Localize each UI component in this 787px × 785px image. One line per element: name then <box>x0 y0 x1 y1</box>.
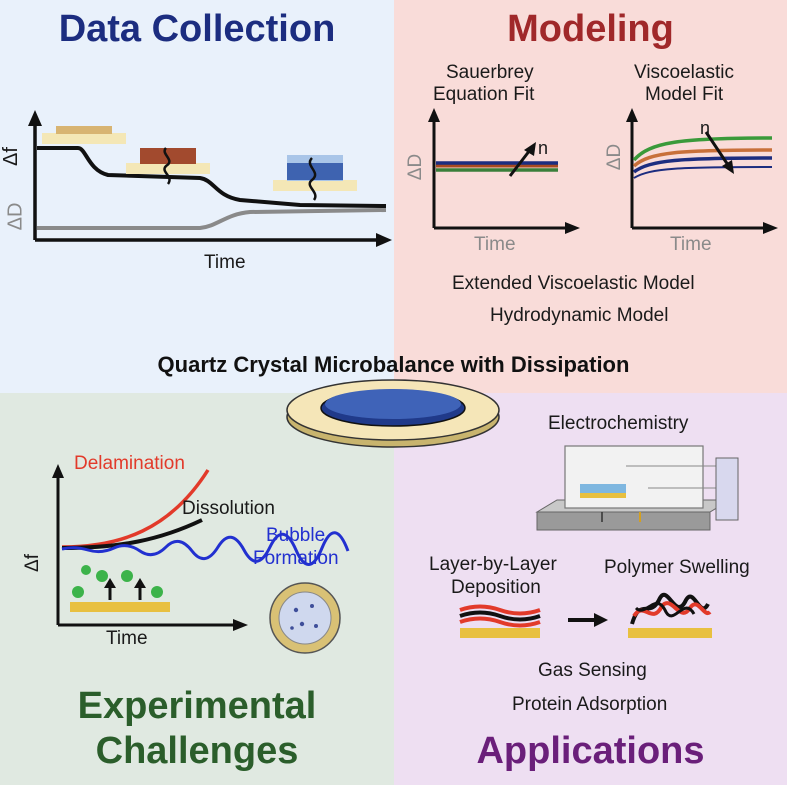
viscoelastic-n-label: n <box>700 118 711 138</box>
electrochemistry-cell-icon <box>535 445 739 531</box>
viscoelastic-label-line1: Viscoelastic <box>634 62 734 83</box>
dc-x-axis-arrow <box>376 233 392 247</box>
dc-dissipation-curve <box>37 208 387 230</box>
viscoelastic-label-line2: Model Fit <box>645 84 724 105</box>
sauerbrey-label-line2: Equation Fit <box>433 84 535 105</box>
dc-x-label: Time <box>204 252 246 273</box>
gas-sensing-label: Gas Sensing <box>538 660 647 681</box>
modeling-diagram <box>428 108 778 234</box>
bubble-substrate-icon <box>70 565 170 612</box>
layer-by-layer-label-line1: Layer-by-Layer <box>429 554 557 575</box>
sensor-bare-icon <box>42 126 126 144</box>
delamination-label: Delamination <box>74 453 185 474</box>
applications-title: Applications <box>476 730 705 772</box>
bubble-label-line2: Formation <box>253 548 339 569</box>
experimental-x-label: Time <box>106 628 148 649</box>
data-collection-title: Data Collection <box>58 8 336 50</box>
experimental-challenges-panel <box>0 393 394 785</box>
sensor-film-icon <box>126 147 210 185</box>
center-title: Quartz Crystal Microbalance with Dissipa… <box>157 352 630 377</box>
experimental-title-line2: Challenges <box>95 730 299 772</box>
viscoelastic-fit-lines <box>632 136 773 179</box>
hydrodynamic-model-label: Hydrodynamic Model <box>490 305 669 326</box>
sauerbrey-n-arrow <box>508 149 532 177</box>
sauerbrey-label-line1: Sauerbrey <box>446 62 534 83</box>
electrochemistry-label: Electrochemistry <box>548 413 689 434</box>
polymer-swelling-icon <box>628 593 712 638</box>
protein-adsorption-label: Protein Adsorption <box>512 694 668 715</box>
sauerbrey-fit-lines <box>436 161 558 172</box>
experimental-diagram <box>52 464 350 654</box>
viscoelastic-n-arrow <box>704 131 730 166</box>
dc-frequency-curve <box>37 146 387 208</box>
dissolution-label: Dissolution <box>182 498 275 519</box>
bubble-formation-curve <box>61 531 350 566</box>
layer-by-layer-label-line2: Deposition <box>451 577 541 598</box>
bubble-label-line1: Bubble <box>266 525 326 546</box>
experimental-title-line1: Experimental <box>77 685 317 727</box>
polymer-swelling-label: Polymer Swelling <box>604 557 750 578</box>
sauerbrey-n-label: n <box>538 138 549 158</box>
bubble-sensor-disk-icon <box>269 582 341 654</box>
layer-by-layer-film-icon <box>459 604 541 638</box>
viscoelastic-x-label: Time <box>670 234 712 255</box>
dc-y-axis-arrow <box>28 110 42 126</box>
modeling-title: Modeling <box>507 8 674 50</box>
data-collection-diagram <box>28 110 392 247</box>
modeling-panel <box>394 0 787 393</box>
sensor-viscoelastic-icon <box>273 155 357 201</box>
extended-viscoelastic-model-label: Extended Viscoelastic Model <box>452 273 695 294</box>
sauerbrey-x-label: Time <box>474 234 516 255</box>
data-collection-panel <box>0 0 394 393</box>
